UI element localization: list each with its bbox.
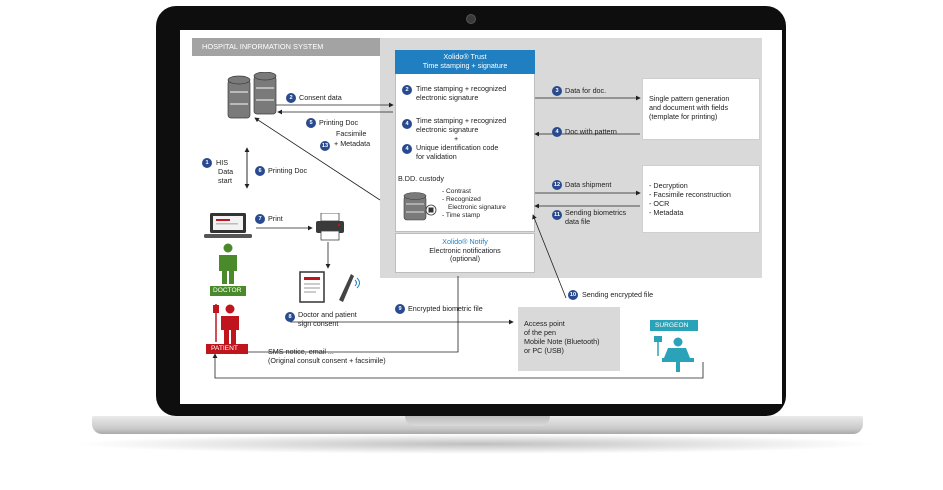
step4b-line2: electronic signature	[416, 125, 479, 134]
step-badge-10: 10	[568, 290, 578, 300]
step12-text: Data shipment	[565, 180, 612, 189]
step1-line1: HIS	[216, 158, 228, 167]
notify-line1: Electronic notifications	[429, 245, 501, 255]
step-badge-6: 6	[255, 166, 265, 176]
step4c-line1: Unique identification code	[416, 143, 499, 152]
notify-title: Xolido® Notify	[442, 237, 488, 246]
step8-line2: sign consent	[298, 319, 339, 328]
pattern-line3: (template for printing)	[649, 112, 718, 121]
access-line3: Mobile Note (Bluetooth)	[524, 337, 600, 346]
document-icon	[299, 271, 325, 303]
step-badge-11: 11	[552, 210, 562, 220]
step8-line1: Doctor and patient	[298, 310, 357, 319]
trust-subtitle: Time stamping + signature	[422, 60, 508, 70]
laptop-screen: HOSPITAL INFORMATION SYSTEM Xolido® Trus…	[180, 30, 782, 404]
bdd-title: B.DD. custody	[398, 174, 444, 183]
pen-icon	[339, 274, 360, 302]
step2b-line2: electronic signature	[416, 93, 479, 102]
process-box: - Decryption - Facsimile reconstruction …	[642, 165, 760, 233]
arrow-sending-encrypted	[532, 214, 567, 299]
access-line2: of the pen	[524, 328, 556, 337]
step1-line2: Data	[218, 167, 234, 176]
laptop-icon	[204, 213, 252, 238]
trust-title: Xolido® Trust	[443, 52, 487, 61]
step5-text: Printing Doc	[319, 118, 359, 127]
arrow-custody-to-db	[254, 117, 381, 201]
process-line2: - Facsimile reconstruction	[649, 190, 731, 199]
camera-icon	[466, 14, 476, 24]
patient-label: PATIENT	[206, 344, 248, 354]
process-line4: - Metadata	[649, 208, 684, 217]
step4-text: Doc with pattern	[565, 127, 617, 136]
printer-icon	[316, 213, 344, 241]
bdd-item1: - Contrast	[442, 188, 471, 195]
pattern-box: Single pattern generation and document w…	[642, 78, 760, 140]
step3-text: Data for doc.	[565, 86, 607, 95]
his-title: HOSPITAL INFORMATION SYSTEM	[202, 42, 324, 51]
step1-line3: start	[218, 176, 232, 185]
his-header: HOSPITAL INFORMATION SYSTEM	[192, 38, 380, 56]
patient-label-text: PATIENT	[211, 345, 238, 352]
surgeon-label: SURGEON	[650, 320, 698, 331]
step13-line1: Facsimile	[336, 129, 367, 138]
step13-line2: + Metadata	[334, 139, 371, 148]
process-line1: - Decryption	[649, 181, 688, 190]
arrow-sms	[231, 276, 459, 355]
trust-box	[395, 50, 535, 232]
notify-box: Xolido® Notify Electronic notifications …	[395, 233, 535, 273]
step2-text: Consent data	[299, 93, 342, 102]
surgeon-icon	[654, 336, 694, 372]
database-icon	[227, 72, 277, 119]
step-badge-5: 5	[306, 118, 316, 128]
step7-text: Print	[268, 214, 283, 223]
step-badge-12: 12	[552, 180, 562, 190]
trust-header: Xolido® Trust Time stamping + signature	[395, 50, 535, 74]
step4c-line2: for validation	[416, 152, 457, 161]
step-badge-1: 1	[202, 158, 212, 168]
arrow-surgeon-loop	[212, 353, 704, 379]
sms-line2: (Original consult consent + facsimile)	[268, 356, 386, 365]
step10-text: Sending encrypted file	[582, 290, 654, 299]
step-badge-2: 2	[286, 93, 296, 103]
step11-line1: Sending biometrics	[565, 208, 627, 217]
surgeon-label-text: SURGEON	[655, 321, 689, 329]
step-badge-4: 4	[552, 127, 562, 137]
notify-line2: (optional)	[450, 254, 480, 264]
step4b-plus: +	[454, 134, 459, 143]
step-badge-2b: 2	[402, 85, 412, 95]
step-badge-13: 13	[320, 141, 330, 151]
step-badge-4b: 4	[402, 119, 412, 129]
step2b-line1: Time stamping + recognized	[416, 84, 507, 93]
step11-line2: data file	[565, 217, 591, 226]
doctor-icon	[219, 243, 237, 284]
pattern-line2: and document with fields	[649, 103, 729, 112]
sms-line1: SMS notice, email ...	[268, 347, 334, 356]
connectors	[212, 95, 704, 379]
access-line1: Access point	[524, 319, 565, 328]
step6-text: Printing Doc	[268, 166, 308, 175]
access-line4: or PC (USB)	[524, 346, 564, 355]
step4b-line1: Time stamping + recognized	[416, 116, 507, 125]
bdd-item2: - Recognized	[442, 196, 481, 203]
doctor-label: DOCTOR	[210, 286, 246, 296]
patient-icon	[213, 304, 239, 344]
laptop-shadow	[70, 434, 880, 454]
bdd-item4: - Time stamp	[442, 212, 481, 219]
doctor-label-text: DOCTOR	[213, 287, 242, 294]
bdd-item3: Electronic signature	[448, 204, 506, 211]
custody-database-icon	[403, 192, 437, 221]
process-line3: - OCR	[649, 199, 670, 208]
access-box: Access point of the pen Mobile Note (Blu…	[518, 307, 620, 371]
step-badge-9: 9	[395, 304, 405, 314]
step-badge-4c: 4	[402, 144, 412, 154]
step-badge-3: 3	[552, 86, 562, 96]
laptop-notch	[405, 416, 550, 426]
pattern-line1: Single pattern generation	[649, 94, 730, 103]
step-badge-7: 7	[255, 214, 265, 224]
step9-text: Encrypted biometric file	[408, 304, 483, 313]
step-badge-8: 8	[285, 312, 295, 322]
